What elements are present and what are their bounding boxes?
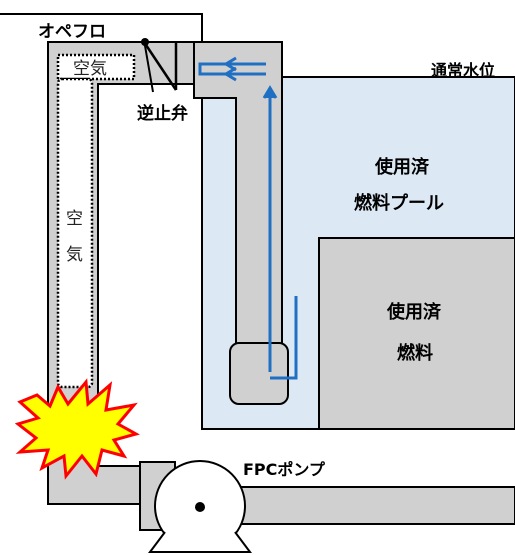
pump-base: [148, 531, 252, 553]
check-valve-label: 逆止弁: [137, 103, 188, 124]
check-valve-icon: [141, 38, 178, 93]
air-label-vertical-1: 空: [66, 209, 83, 229]
flow-arrows: [198, 56, 298, 380]
discharge-pipe: [234, 486, 515, 525]
spent-fuel-label-2: 燃料: [397, 342, 433, 364]
building-outline: [0, 13, 203, 42]
air-region-horizontal: [56, 53, 136, 81]
air-region-vertical: [56, 77, 94, 389]
fpc-pump-label: FPCポンプ: [243, 460, 326, 479]
pipe-nozzle: [229, 342, 289, 405]
air-label-horizontal: 空気: [73, 59, 107, 79]
opeflo-label: オペフロ: [38, 22, 106, 42]
spent-fuel-pool-label-2: 燃料プール: [354, 192, 444, 214]
spent-fuel-pool-label-1: 使用済: [374, 156, 430, 178]
spent-fuel-block: [318, 237, 515, 430]
spent-fuel-label-1: 使用済: [386, 301, 442, 323]
explosion-icon: [14, 378, 140, 480]
fpc-pump-shaft: [195, 502, 205, 512]
air-label-vertical-2: 気: [66, 245, 83, 265]
normal-water-level-label: 通常水位: [431, 61, 495, 80]
